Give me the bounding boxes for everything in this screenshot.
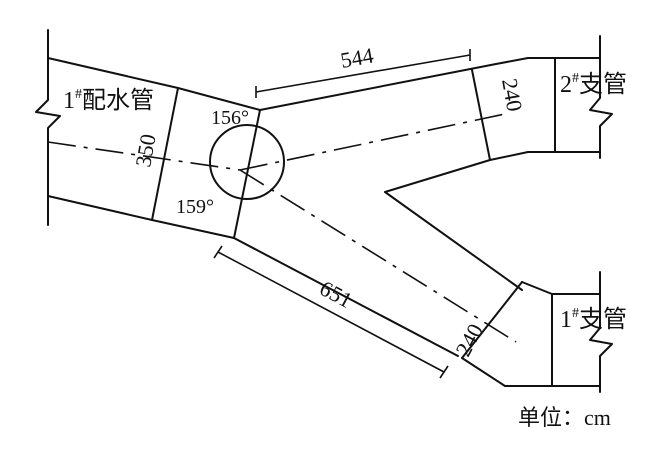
main-pipe-break-line bbox=[35, 29, 61, 226]
main-pipe-label: 1#配水管 bbox=[63, 87, 154, 114]
lower-angle-label: 159° bbox=[176, 196, 214, 218]
main-pipe-top-wall bbox=[47, 57, 179, 89]
lower-branch-outer-wall bbox=[233, 237, 459, 357]
upper-length-dim-line bbox=[255, 54, 471, 93]
angle-circle bbox=[209, 124, 285, 200]
branch2-label: 2#支管 bbox=[560, 71, 627, 98]
lower-length-dim-line bbox=[217, 251, 445, 373]
main-centerline bbox=[47, 141, 241, 171]
lower-branch-centerline bbox=[239, 169, 517, 343]
upper-branch-centerline bbox=[239, 113, 506, 171]
lower-length-tick-b bbox=[439, 365, 449, 379]
main-transition-bottom bbox=[151, 219, 235, 239]
branch1-break-line bbox=[589, 271, 613, 393]
lower-branch-transition-top bbox=[521, 281, 553, 295]
unit-label: 单位：cm bbox=[518, 405, 611, 430]
main-pipe-bottom-wall bbox=[47, 195, 153, 221]
upper-branch-length-label: 544 bbox=[339, 43, 376, 73]
upper-branch-inner-wall bbox=[384, 159, 491, 193]
lower-branch-transition-bottom bbox=[461, 357, 506, 387]
branch2-break-line bbox=[589, 35, 613, 159]
main-pipe-end-section bbox=[151, 87, 179, 221]
upper-branch-transition-top bbox=[495, 57, 529, 65]
lower-branch-inner-wall bbox=[384, 191, 523, 291]
upper-branch-top-wall bbox=[259, 63, 497, 111]
upper-branch-transition-bottom bbox=[489, 151, 529, 161]
branch1-label: 1#支管 bbox=[560, 306, 627, 333]
upper-branch-end-section bbox=[471, 69, 491, 161]
upper-angle-label: 156° bbox=[211, 107, 249, 129]
main-width-label: 350 bbox=[130, 132, 160, 169]
main-transition-top bbox=[177, 87, 261, 111]
upper-branch-width-label: 240 bbox=[497, 77, 527, 114]
lower-branch-end-section bbox=[461, 281, 523, 359]
lower-length-tick-a bbox=[213, 245, 223, 259]
